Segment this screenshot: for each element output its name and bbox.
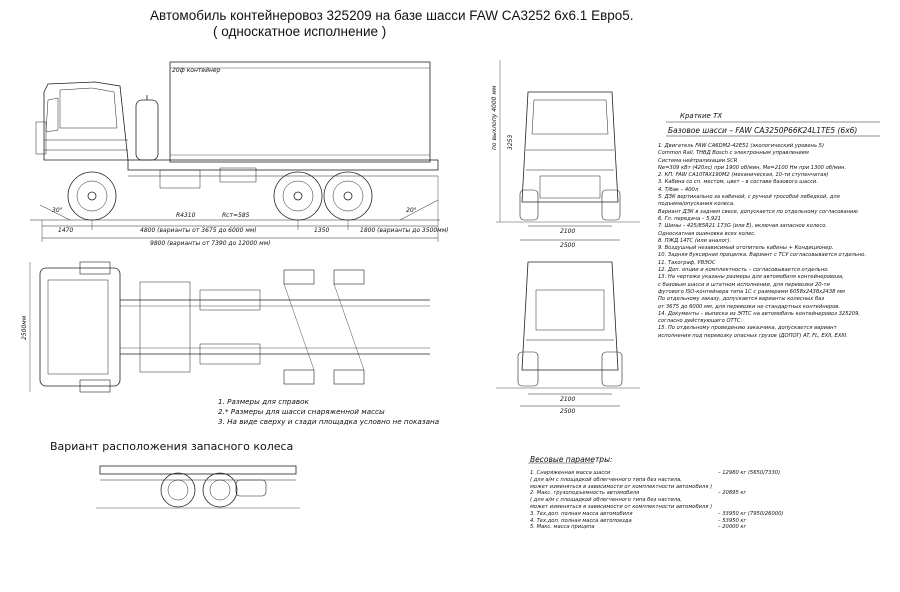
spec-row: 13. На чертеже указаны размеры для автом… [658,274,844,281]
note-line: 1. Размеры для справок [218,397,309,406]
weight-row: может изменяться в зависимости от компле… [530,504,890,511]
container-outline [169,61,431,163]
drawing-notes: 1. Размеры для справок 2.* Размеры для ш… [218,397,439,427]
spec-row: 8. ПЖД 14ТС (или аналог). [658,237,732,244]
weight-label: ( для а/м с площадкой облегченного типа … [530,497,682,504]
front-cab [521,91,619,203]
weights-heading: Весовые параметры: [530,455,613,464]
container-label: 20ф контейнер [172,67,221,74]
dim-front-track: 2100 [560,228,575,235]
dim-cab-height: 3253 [507,135,514,150]
spec-row: 14. Документы – выписка из ЭПТС на автом… [658,310,861,317]
dim-rear-overhang: 1800 (варианты до 3500мм) [360,227,449,234]
spec-row: Односкатная ошиновка всех колес. [658,230,756,237]
weight-label: может изменяться в зависимости от компле… [530,503,713,510]
spec-row: По отдельному заказу, допускается вариан… [658,296,825,303]
weight-value: – 12980 кг (5650/7330) [718,470,781,476]
spec-row: подъема/опускания колеса. [658,201,735,208]
weight-label: 5. Макс. масса прицепа [530,524,595,531]
weight-label: 1. Снаряженная масса шасси [530,470,611,476]
dim-plan-width: 2500мм [21,315,28,340]
dim-front-width: 2500 [560,242,575,249]
weight-value: – 20895 кг [718,490,747,497]
spec-row: Система нейтрализации SCR [658,157,738,164]
spec-row: 3. Кабина со сп. местом, цвет – в состав… [658,179,818,186]
dim-rear-width: 2500 [560,408,575,415]
dim-overall: 9800 (варианты от 7390 до 12000 мм) [150,240,271,247]
spare-wheel-variant-view [96,465,300,509]
dim-rear-axles: 1350 [314,227,329,234]
dim-front-overhang: 1470 [58,227,73,234]
spec-row: 4. Т/бак – 400л [658,186,699,193]
weight-row: 5. Макс. масса прицепа – 20000 кг [530,524,890,531]
spec-row: Вариант ДЗК в заднем свесе, допускается … [658,208,858,215]
spec-row: Nе=309 кВт (420лс) при 1900 об/мин, Ме=2… [658,164,847,171]
specs-heading: Краткие ТХ [680,112,723,120]
rear-view [496,261,640,407]
weight-row: ( для а/м с площадкой облегченного типа … [530,497,890,504]
weight-value: – 33950 кг (7950/26000) [718,510,784,517]
spare-wheel-heading: Вариант расположения запасного колеса [50,440,294,453]
spec-row: футового ISO-контейнера типа 1С с размер… [658,288,845,295]
weight-label: может изменяться в зависимости от компле… [530,483,713,490]
dim-wheelbase: 4800 (варианты от 3675 до 6000 мм) [140,227,257,234]
dim-angle-rear: 20° [406,207,417,214]
weight-row: может изменяться в зависимости от компле… [530,484,890,491]
weight-row: 1. Снаряженная масса шасси – 12980 кг (56… [530,470,890,477]
spec-row: 9. Воздушный независимый отопитель кабин… [658,245,834,252]
weight-label: 4. Тех.доп. полная масса автопоезда [530,517,632,524]
dim-rear-track: 2100 [560,396,575,403]
drawing-title: Автомобиль контейнеровоз 325209 на базе … [150,8,634,23]
weight-row: 3. Тех.доп. полная масса автомобиля – 339… [530,511,890,518]
spec-row: 5. ДЗК вертикально за кабиной, с ручной … [658,194,840,201]
weight-label: ( для а/м с площадкой облегченного типа … [530,476,682,483]
weight-row: 2. Макс. грузоподъемность автомобиля – 20… [530,490,890,497]
cab-outline [43,81,129,161]
spec-row: исполнения под перевозку опасных грузов … [658,332,848,339]
weight-label: 3. Тех.доп. полная масса автомобиля [530,510,633,517]
weight-row: 4. Тех.доп. полная масса автопоезда – 539… [530,518,890,525]
dim-angle-front: 30° [52,207,63,214]
spec-row: 7. Шины – 425/85R21 173G (или Е), включа… [658,223,828,230]
note-line: 2.* Размеры для шасси снаряженной массы [218,407,385,416]
spec-row: 12. Доп. опции и комплектность – согласо… [658,267,830,274]
spec-row: согласно действующего ОТТС. [658,318,743,325]
spare-wheel-side [135,99,159,161]
rear-cab [521,261,619,371]
specs-list: 1. Двигатель FAW CA6DM2-42E51 (экологиче… [658,143,894,340]
dim-turn-radius: R4310 [176,212,196,219]
weight-value: – 20000 кг [718,524,747,531]
plan-view [29,261,430,393]
spec-row: 1. Двигатель FAW CA6DM2-42E51 (экологиче… [658,143,824,149]
weights-list: 1. Снаряженная масса шасси – 12980 кг (56… [530,470,890,531]
side-view [30,61,440,242]
dim-rmin: Rст=585 [222,212,250,219]
dim-front-height: по выхлопу 4000 мм [491,85,498,150]
specs-base-chassis: Базовое шасси – FAW CA3250P66K24L1TE5 (6… [668,126,858,135]
spec-row: от 3675 до 6000 мм, для перевозки не ста… [658,303,840,310]
spec-row: 15. По отдельному проведению заказчика, … [658,325,837,332]
spec-row: 11. Тахограф, УВЭОС [658,259,716,266]
spec-row: 2. КП: FAW CA10TAX190M2 (механическая, 1… [658,172,829,179]
spec-row: с базовым шасси в штатном исполнении, дл… [658,281,830,288]
spec-row: Common Rail, ТНВД Bosch с электронным уп… [658,150,809,157]
drawing-subtitle: ( односкатное исполнение ) [213,24,387,39]
weight-row: ( для а/м с площадкой облегченного типа … [530,477,890,484]
weight-value: – 53950 кг [718,517,747,524]
spec-row: 10. Задняя буксирная прицепка. Вариант с… [658,252,867,259]
spec-row: 6. Гл. передача – 5,921 [658,215,721,222]
note-line: 3. На виде сверху и сзади площадка услов… [218,417,440,426]
weight-label: 2. Макс. грузоподъемность автомобиля [530,490,640,497]
front-view [496,60,640,241]
